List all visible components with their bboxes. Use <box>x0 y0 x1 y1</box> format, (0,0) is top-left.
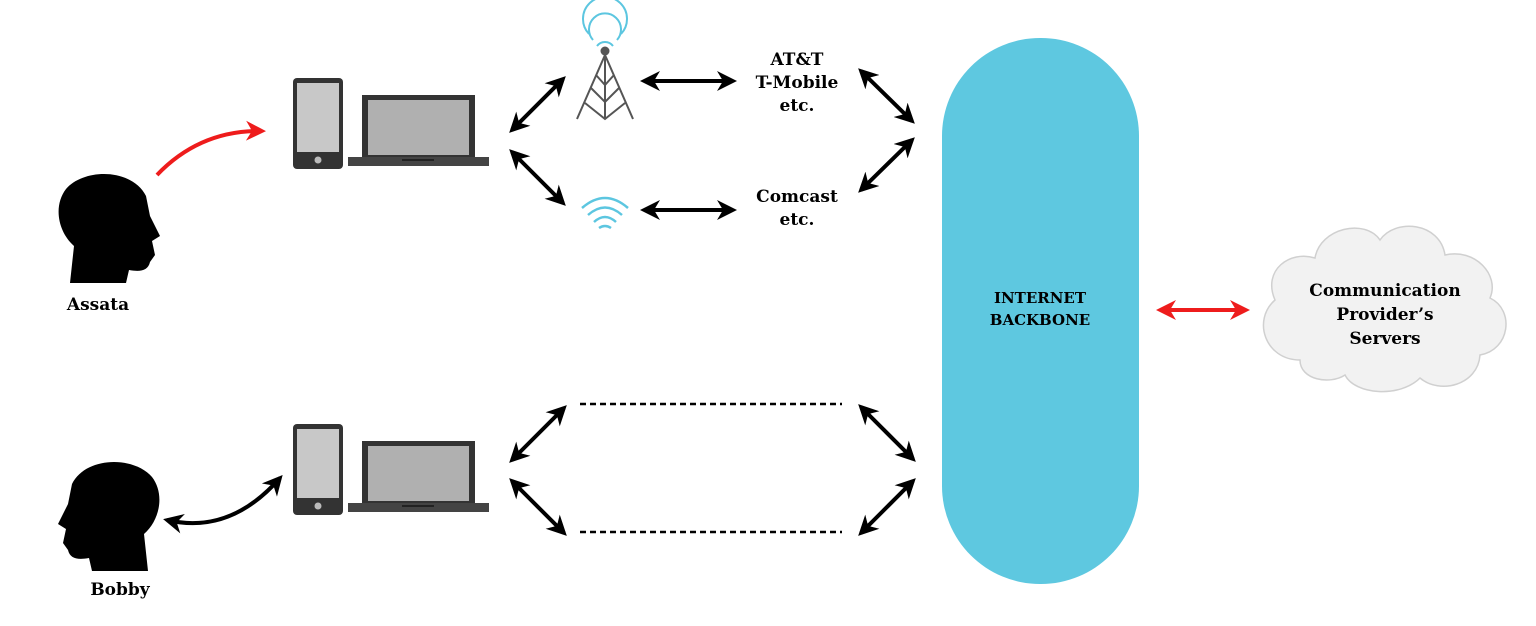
listen-arrow <box>163 474 283 534</box>
bobby-label: Bobby <box>90 580 150 600</box>
cell-tower-icon <box>576 0 634 121</box>
backbone-line: BACKBONE <box>989 311 1091 329</box>
laptop-icon <box>348 441 489 512</box>
carrier-att: AT&T <box>770 50 824 70</box>
unknown-path-dashes <box>580 402 842 534</box>
bobby-devices <box>293 424 489 515</box>
servers-line: Provider’s <box>1336 305 1434 325</box>
carrier-tmobile: T-Mobile <box>755 73 839 93</box>
assata-devices <box>293 78 489 169</box>
carrier-etc: etc. <box>779 210 815 230</box>
laptop-icon <box>348 95 489 166</box>
assata-label: Assata <box>66 295 130 315</box>
internet-backbone <box>942 38 1139 584</box>
speak-arrow <box>155 120 266 177</box>
servers-line: Communication <box>1309 281 1461 301</box>
phone-icon <box>293 424 343 515</box>
servers-line: Servers <box>1349 329 1421 349</box>
broadband-carriers-label: Comcast etc. <box>735 186 859 232</box>
carrier-comcast: Comcast <box>756 187 838 207</box>
backbone-line: INTERNET <box>993 289 1087 307</box>
assata-head-icon <box>58 174 160 283</box>
wifi-icon <box>581 196 629 230</box>
connection-arrows <box>509 68 916 536</box>
mobile-carriers-label: AT&T T-Mobile etc. <box>735 49 859 118</box>
servers-cloud <box>1262 225 1507 393</box>
bobby-head-icon <box>58 462 160 571</box>
backbone-label: INTERNET BACKBONE <box>960 287 1120 331</box>
phone-icon <box>293 78 343 169</box>
servers-label: Communication Provider’s Servers <box>1290 279 1480 351</box>
carrier-etc: etc. <box>779 96 815 116</box>
